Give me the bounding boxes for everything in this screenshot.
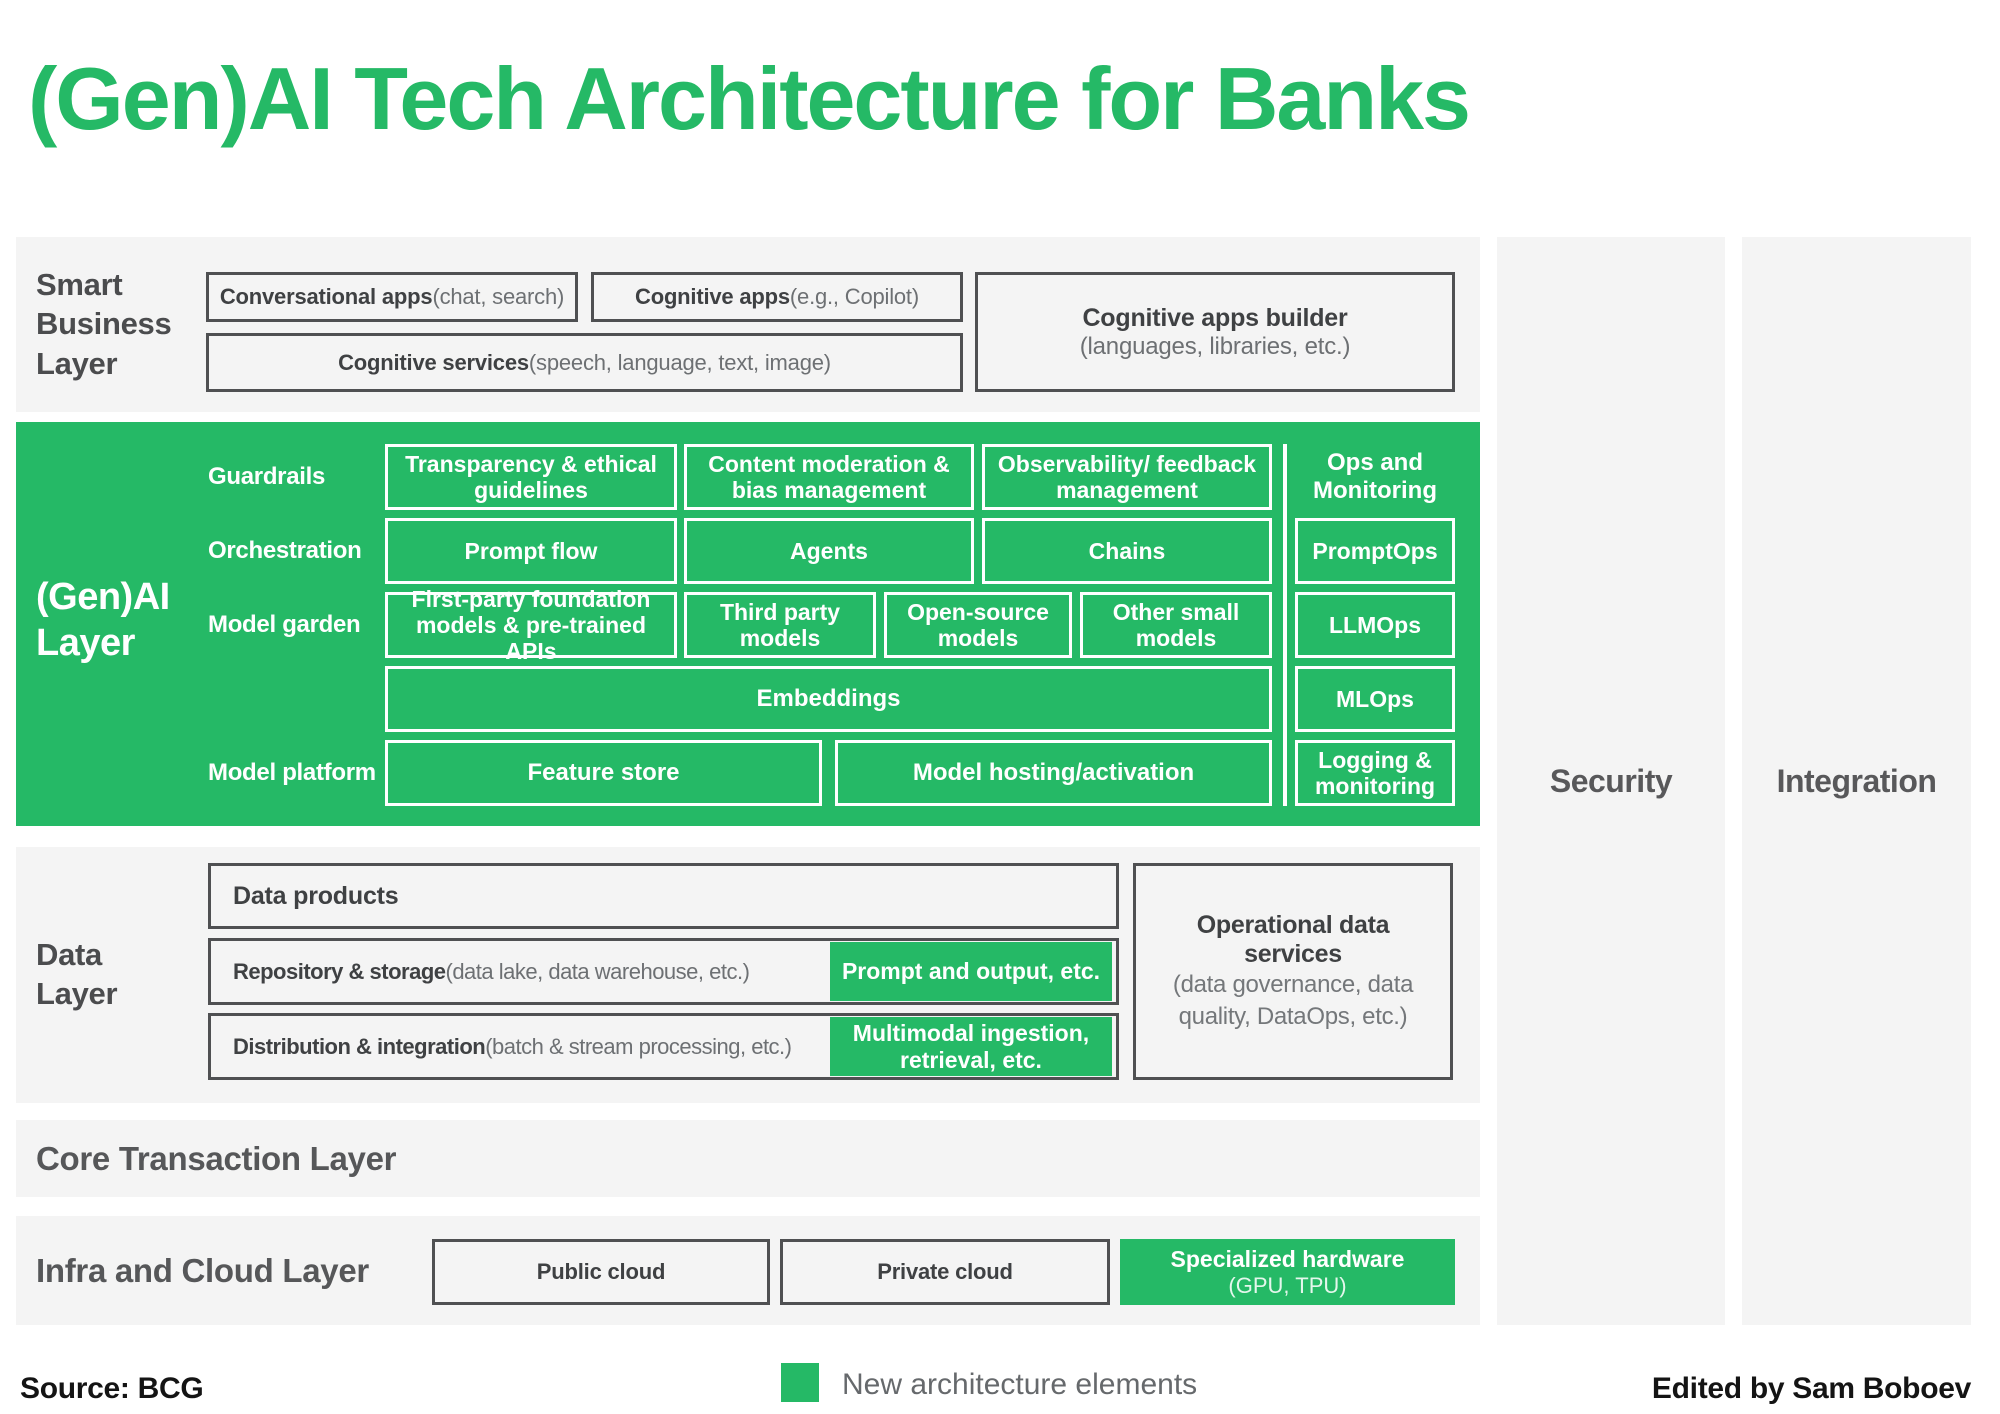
box-first-party-foundation-models: First-party foundation models & pre-trai… [385,586,677,664]
security-column: Security [1497,237,1725,1325]
conversational-apps-title: Conversational apps [219,284,433,309]
operational-data-services-title: Operational data services [1196,911,1390,969]
box-transparency-ethical-guidelines: Transparency & ethical guidelines [385,444,677,510]
infra-cloud-layer-band: Infra and Cloud Layer Public cloud Priva… [16,1216,1480,1325]
genai-layer-label: (Gen)AI Layer [36,576,170,665]
box-llmops: LLMOps [1295,592,1455,658]
distribution-integration-detail: (batch & stream processing, etc.) [485,1033,792,1059]
genai-layer-band: (Gen)AI Layer Guardrails Orchestration M… [16,422,1480,826]
distribution-integration-title: Distribution & integration [233,1033,486,1059]
legend-green-swatch [781,1363,819,1402]
row-label-model-garden: Model garden [208,611,361,638]
box-other-small-models: Other small models [1080,592,1272,658]
smart-business-layer-label: Smart Business Layer [36,267,172,381]
integration-column: Integration [1742,237,1971,1325]
row-label-guardrails: Guardrails [208,463,326,490]
editor-credit: Edited by Sam Boboev [1651,1372,1971,1405]
box-open-source-models: Open-source models [884,592,1072,658]
box-public-cloud: Public cloud [432,1239,770,1305]
box-agents: Agents [684,518,974,584]
cognitive-apps-builder-detail: (languages, libraries, etc.) [1079,332,1351,360]
box-data-products: Data products [208,863,1119,929]
box-specialized-hardware: Specialized hardware (GPU, TPU) [1120,1239,1455,1305]
cognitive-apps-title: Cognitive apps [635,284,790,309]
data-products-title: Data products [233,881,399,910]
box-mlops: MLOps [1295,666,1455,732]
box-feature-store: Feature store [385,740,822,806]
ops-column-divider [1283,444,1287,806]
source-credit: Source: BCG [20,1372,204,1405]
box-multimodal-ingestion: Multimodal ingestion, retrieval, etc. [830,1017,1112,1076]
box-chains: Chains [982,518,1272,584]
box-private-cloud: Private cloud [780,1239,1110,1305]
box-cognitive-services: Cognitive services (speech, language, te… [206,333,963,392]
box-content-moderation-bias: Content moderation & bias management [684,444,974,510]
box-cognitive-apps-builder: Cognitive apps builder (languages, libra… [975,272,1455,392]
security-label: Security [1549,762,1673,799]
operational-data-services-detail: (data governance, data quality, DataOps,… [1172,971,1414,1030]
conversational-apps-detail: (chat, search) [432,284,565,309]
integration-label: Integration [1776,762,1937,799]
repository-storage-title: Repository & storage [233,958,446,984]
box-cognitive-apps: Cognitive apps (e.g., Copilot) [591,272,963,322]
cognitive-services-title: Cognitive services [338,349,529,375]
box-conversational-apps: Conversational apps (chat, search) [206,272,578,322]
cognitive-services-detail: (speech, language, text, image) [528,349,831,375]
core-transaction-layer-band: Core Transaction Layer [16,1120,1480,1197]
box-prompt-and-output: Prompt and output, etc. [830,942,1112,1001]
box-model-hosting-activation: Model hosting/activation [835,740,1272,806]
cognitive-apps-detail: (e.g., Copilot) [789,284,919,309]
private-cloud-title: Private cloud [877,1259,1013,1284]
row-label-model-platform: Model platform [208,759,376,786]
row-label-orchestration: Orchestration [208,537,362,564]
data-layer-label: Data Layer [36,937,118,1012]
data-layer-band: Data Layer Data products Repository & st… [16,847,1480,1103]
box-repository-storage: Repository & storage (data lake, data wa… [208,938,1119,1005]
repository-storage-detail: (data lake, data warehouse, etc.) [445,958,750,984]
box-prompt-flow: Prompt flow [385,518,677,584]
box-distribution-integration: Distribution & integration (batch & stre… [208,1013,1119,1080]
legend-label: New architecture elements [842,1368,1198,1401]
ops-and-monitoring-header: Ops and Monitoring [1313,449,1437,504]
core-transaction-layer-label: Core Transaction Layer [36,1139,397,1177]
box-promptops: PromptOps [1295,518,1455,584]
smart-business-layer-band: Smart Business Layer Conversational apps… [16,237,1480,412]
specialized-hardware-title: Specialized hardware [1170,1246,1405,1273]
box-logging-monitoring: Logging & monitoring [1295,740,1455,806]
infra-cloud-layer-label: Infra and Cloud Layer [36,1251,369,1289]
public-cloud-title: Public cloud [536,1259,666,1284]
box-third-party-models: Third party models [684,592,876,658]
specialized-hardware-detail: (GPU, TPU) [1228,1272,1347,1298]
box-embeddings: Embeddings [385,666,1272,732]
box-observability-feedback: Observability/ feedback management [982,444,1272,510]
page-title: (Gen)AI Tech Architecture for Banks [28,49,1471,148]
cognitive-apps-builder-title: Cognitive apps builder [1082,303,1348,332]
box-operational-data-services: Operational data services (data governan… [1133,863,1453,1080]
